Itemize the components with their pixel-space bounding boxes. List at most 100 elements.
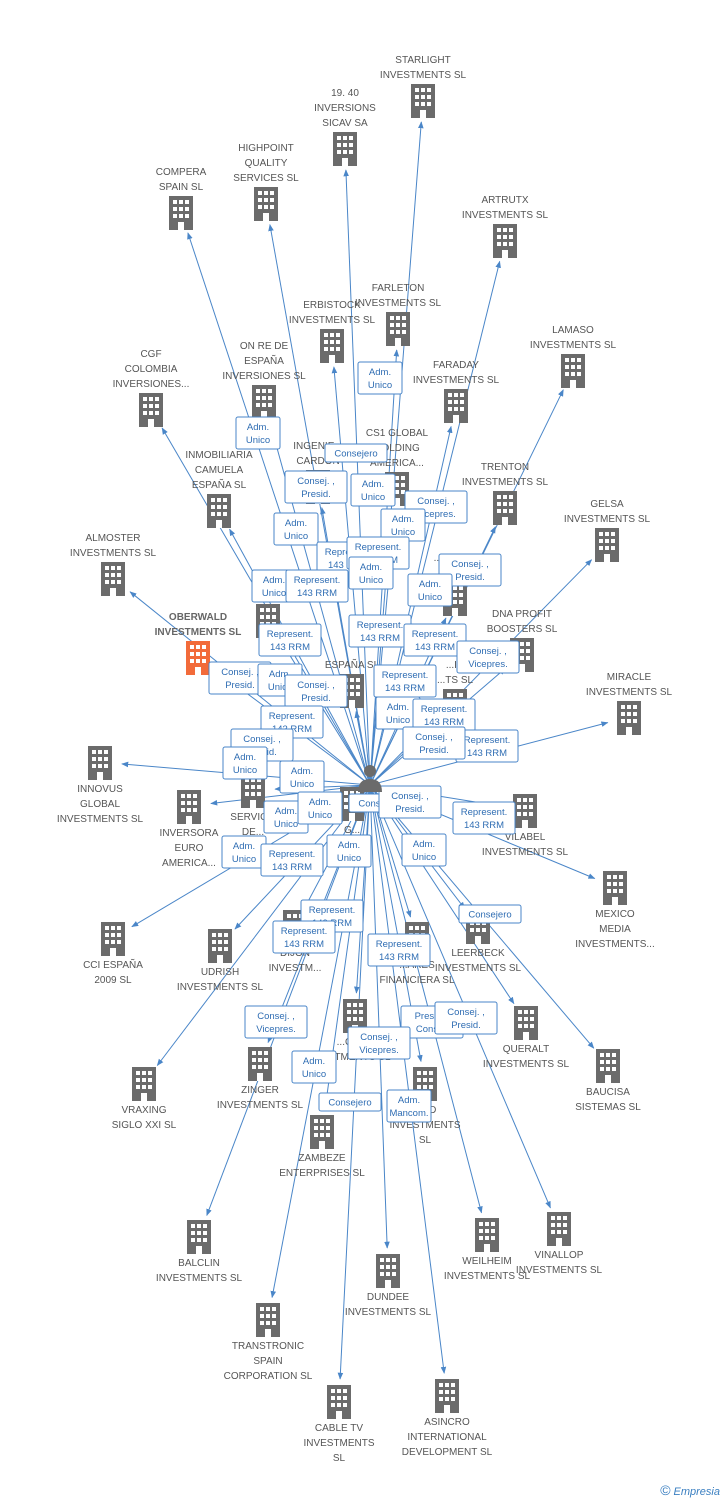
role-box-r13[interactable]: Adm.Unico (348, 556, 394, 590)
building-icon (514, 1006, 538, 1040)
role-box-r40[interactable]: Adm.Unico (401, 833, 447, 867)
role-box-r12[interactable]: Adm.Unico (251, 569, 297, 603)
role-box-r29[interactable]: Represent.143 RRM (455, 729, 519, 763)
company-label: INVERSIONES... (113, 379, 190, 390)
role-box-r11[interactable]: Consej. ,Presid. (438, 553, 502, 587)
role-box-r5[interactable]: Adm.Unico (350, 473, 396, 507)
company-node-espana[interactable]: ESPAÑA SL (325, 658, 380, 708)
company-label: HOLDING (374, 443, 420, 454)
role-box-r44[interactable]: Represent.143 RRM (367, 933, 431, 967)
center-person[interactable] (358, 765, 382, 792)
role-box-r14[interactable]: Represent.143 RRM (285, 569, 349, 603)
role-box-r4[interactable]: Consej. ,Presid. (284, 470, 348, 504)
role-box-r2[interactable]: Adm.Unico (357, 361, 403, 395)
company-node-mexico[interactable]: MEXICOMEDIAINVESTMENTS... (575, 871, 655, 950)
role-box-r50[interactable]: Consejero (318, 1092, 382, 1112)
role-label: Adm. (263, 575, 285, 586)
company-node-inversora[interactable]: INVERSORAEUROAMERICA... (160, 790, 219, 869)
role-box-r39[interactable]: Adm.Unico (326, 834, 372, 868)
role-box-r43[interactable]: Represent.143 RRM (272, 920, 336, 954)
role-box-r28[interactable]: Adm.Unico (279, 760, 325, 794)
role-box-r8[interactable]: Adm.Unico (380, 508, 426, 542)
role-label: Represent. (461, 807, 507, 818)
role-box-r49[interactable]: Adm.Unico (291, 1050, 337, 1084)
role-box-r51[interactable]: Adm.Mancom. (386, 1089, 432, 1123)
role-box-r31[interactable]: Adm.Unico (222, 746, 268, 780)
role-box-r36[interactable]: Represent.143 RRM (452, 801, 516, 835)
role-box-r30[interactable]: Consej. ,Presid. (402, 726, 466, 760)
role-box-frame (452, 801, 516, 835)
role-box-r3[interactable]: Consejero (324, 443, 388, 463)
role-box-r26[interactable]: Represent.143 RRM (412, 698, 476, 732)
role-label: Represent. (294, 575, 340, 586)
role-box-r23[interactable]: Represent.143 RRM (373, 664, 437, 698)
company-node-servic[interactable]: SERVIC...DE... (230, 774, 276, 838)
role-box-r15[interactable]: Adm.Unico (407, 573, 453, 607)
role-box-r18[interactable]: Represent.143 RRM (403, 623, 467, 657)
company-node-cgf[interactable]: CGFCOLOMBIAINVERSIONES... (113, 349, 190, 427)
role-box-frame (434, 1001, 498, 1035)
brand-name[interactable]: Empresia (673, 1486, 720, 1498)
role-box-r16[interactable]: Represent.143 RRM (258, 623, 322, 657)
role-box-r22[interactable]: Consej. ,Presid. (284, 674, 348, 708)
role-label: Represent. (421, 704, 467, 715)
role-box-r47[interactable]: Consej. ,Vicepres. (347, 1026, 411, 1060)
role-label: Consej. (416, 1024, 448, 1035)
role-box-r33[interactable]: Adm.Unico (297, 791, 343, 825)
company-label: INTERNATIONAL (407, 1432, 487, 1443)
role-box-r48[interactable]: Consej. ,Presid. (434, 1001, 498, 1035)
company-node-cs1[interactable]: CS1 GLOBALHOLDINGAMERICA... (366, 428, 429, 506)
role-box-r41[interactable]: Consejero (458, 904, 522, 924)
role-box-r1[interactable]: Adm.Unico (235, 416, 281, 450)
role-box-r35[interactable]: Consej. ,Presid. (378, 785, 442, 819)
role-label: Adm. (362, 479, 384, 490)
role-label: Adm. (398, 1095, 420, 1106)
company-label: INVESTMENTS SL (70, 548, 157, 559)
company-label: EURO (175, 843, 204, 854)
company-node-ic[interactable]: ...IC...TS SL (437, 660, 474, 723)
role-box-r37[interactable]: Adm.Unico (221, 835, 267, 869)
company-node-ingenieria[interactable]: INGENIE...CARDON (293, 441, 343, 504)
role-box-r7[interactable]: Adm.Unico (273, 512, 319, 546)
role-box-r19[interactable]: Consej. ,Vicepres. (456, 640, 520, 674)
role-label: Unico (337, 853, 361, 864)
role-box-r45[interactable]: Consej. ,Vicepres. (244, 1005, 308, 1039)
role-box-r38[interactable]: Represent.143 RRM (260, 843, 324, 877)
role-box-r17[interactable]: Represent.143 RRM (348, 614, 412, 648)
role-label: Unico (290, 779, 314, 790)
